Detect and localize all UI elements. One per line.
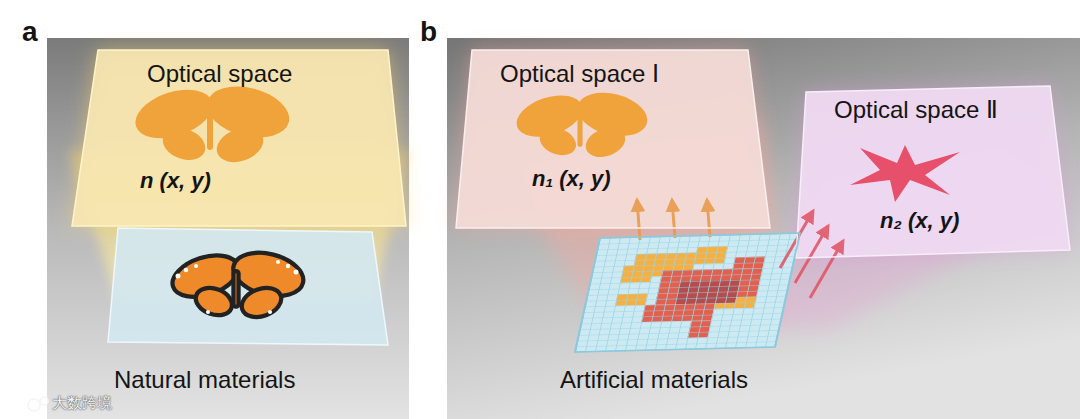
material-plane: Natural materials [104,222,394,402]
arrow-line [672,200,675,238]
light-arrows [637,200,710,240]
plane-title: Optical space [147,60,292,88]
optical-plane: Optical space n (x, y) [68,46,410,230]
arrow-line [707,200,710,237]
optical-plane: Optical space Ⅰ n₁ (x, y) [452,46,774,232]
material-label: Artificial materials [560,366,748,394]
index-function: n₂ (x, y) [880,208,959,233]
plane-title: Optical space Ⅱ [834,96,998,124]
pixel-grid: Artificial materials [560,228,810,400]
panel-letter: a [22,16,38,48]
optical-plane: Optical space Ⅱ n₂ (x, y) [792,84,1074,262]
panel: bOptical space Ⅰn₁ (x, y)Optical space Ⅱ… [447,38,1080,419]
plane-border [108,228,388,345]
watermark: 大数跨境 [52,395,112,412]
panel-letter: b [420,16,437,48]
light-arrows [780,211,843,298]
index-function: n₁ (x, y) [532,166,611,191]
plane-border [575,233,800,352]
panel: aOptical spacen (x, y)Natural materials [47,38,409,419]
plane-border [796,86,1070,258]
plane-border [456,50,770,228]
material-label: Natural materials [114,366,295,394]
index-function: n (x, y) [140,168,211,193]
plane-title: Optical space Ⅰ [500,60,659,88]
arrow-line [637,200,640,240]
plane-border [72,50,406,226]
arrow-line [810,241,843,298]
